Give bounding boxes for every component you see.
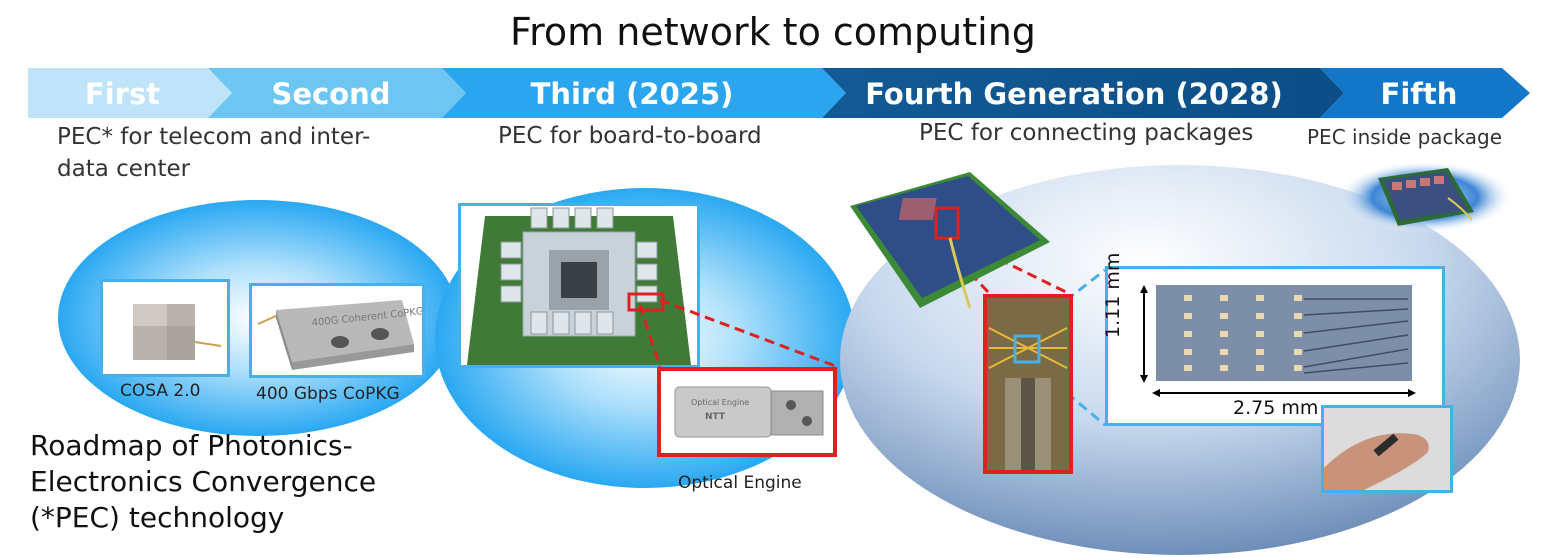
board-illustration [467,207,691,365]
fifth-gen-package-illustration [1378,168,1474,226]
copkg-caption: 400 Gbps CoPKG [256,384,400,404]
page-title: From network to computing [510,10,1036,54]
chip-micrograph-illustration [1140,285,1416,397]
optical-engine-brand: NTT [705,412,726,422]
generation-first-chevron [28,68,232,118]
fingertip-chip-illustration [1324,408,1450,490]
package-closeup-photo [983,294,1073,474]
generation-second-label: Second [271,77,391,111]
generation-third-chevron [442,68,846,118]
first-gen-description-line1: PEC* for telecom and inter- [57,124,371,150]
board-photo [458,203,700,368]
chip-callout-box [1013,334,1041,364]
roadmap-note: Roadmap of Photonics- Electronics Conver… [30,428,376,536]
optical-engine-photo: Optical Engine NTT [657,367,837,457]
fifth-gen-description: PEC inside package [1307,125,1503,149]
package-illustration [850,172,1050,308]
first-gen-description-line2: data center [57,156,191,182]
fourth-gen-description: PEC for connecting packages [919,120,1254,146]
generation-fifth-label: Fifth [1380,77,1458,111]
optical-engine-module-icon: Optical Engine NTT [674,386,824,438]
roadmap-note-line2: Electronics Convergence [30,465,377,498]
generation-second-chevron [208,68,466,118]
fingertip-photo [1321,405,1453,493]
roadmap-note-line1: Roadmap of Photonics- [30,429,353,462]
cosa-photo [100,279,230,377]
roadmap-note-line3: (*PEC) technology [30,501,285,534]
copkg-module-icon: 400G Coherent CoPKG [257,300,422,370]
generation-third-label: Third (2025) [530,77,734,111]
generation-fifth-chevron [1320,68,1530,118]
generation-fourth-label: Fourth Generation (2028) [865,77,1283,111]
cosa-caption: COSA 2.0 [120,381,201,401]
generation-fourth-chevron [822,68,1344,118]
optical-engine-caption: Optical Engine [678,473,802,493]
copkg-photo: 400G Coherent CoPKG [249,283,425,378]
chip-width-dimension: 2.75 mm [1233,397,1319,419]
third-gen-description: PEC for board-to-board [498,123,762,149]
chip-micrograph-photo [1105,266,1445,426]
chip-height-dimension: 1.11 mm [1102,252,1124,338]
package-closeup-illustration [987,298,1069,470]
generation-first-label: First [84,77,161,111]
optical-engine-etching: Optical Engine [691,398,749,407]
cosa-module-icon [133,304,222,360]
